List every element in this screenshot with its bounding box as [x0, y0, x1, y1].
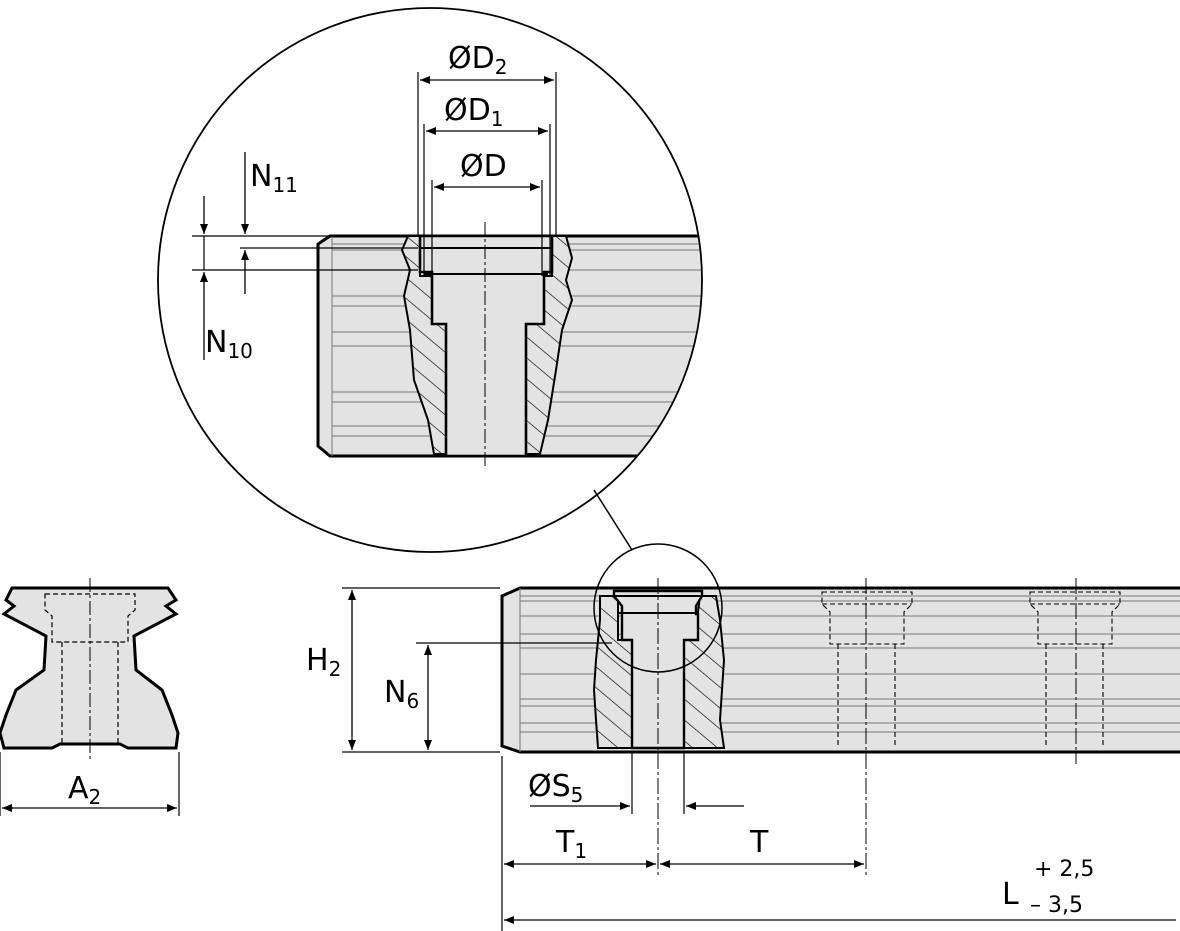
dimension-n10-label: N10: [205, 325, 253, 363]
dimension-t-label: T: [749, 825, 769, 860]
hidden-hole-3: [1029, 591, 1121, 748]
hidden-hole-2: [821, 591, 913, 748]
detail-circle: [157, 7, 703, 553]
detail-marker-circle: [593, 543, 723, 673]
dimension-l-label: L: [1002, 877, 1019, 912]
dimension-h2-label: H2: [306, 643, 341, 681]
dimension-d1-label: ØD1: [444, 93, 503, 131]
rail-section-hatch: [592, 595, 633, 749]
dimension-l-tol-minus: – 3,5: [1030, 893, 1083, 918]
detail-leader-line: [593, 489, 633, 551]
length-dimensions: ØS5 T1 T L + 2,5 – 3,5: [501, 752, 1176, 931]
dimension-d-label: ØD: [460, 149, 507, 184]
rail-side-view: [500, 489, 1180, 876]
dimension-l-tol-plus: + 2,5: [1034, 857, 1094, 882]
dimension-n11-label: N11: [250, 159, 298, 197]
end-view-profile: [0, 586, 180, 750]
dimension-d2-label: ØD2: [448, 41, 507, 79]
dimension-s5-label: ØS5: [528, 769, 583, 807]
height-dimensions: H2 N6: [306, 587, 612, 753]
detail-view: ØD2 ØD1 ØD N11 N10: [157, 7, 703, 553]
dimension-a2-label: A2: [68, 771, 101, 809]
end-view: A2: [0, 578, 180, 816]
rail-counterbore: [612, 589, 704, 750]
dimension-t1-label: T1: [555, 825, 587, 863]
dimension-n6-label: N6: [384, 675, 419, 713]
